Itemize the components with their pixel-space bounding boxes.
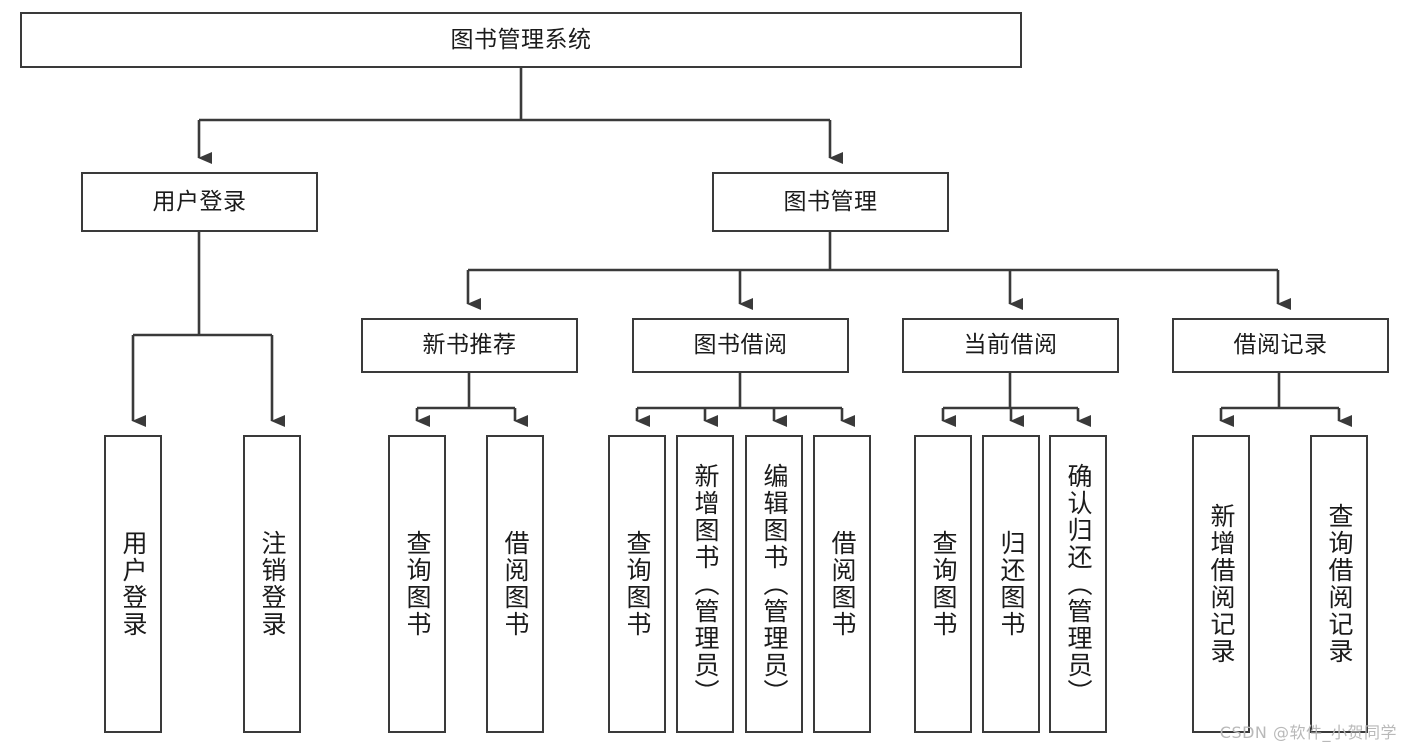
leaf-borrow-book-1[interactable]: 借阅图书	[486, 435, 544, 733]
node-label: 归还图书	[997, 530, 1026, 638]
node-label: 图书借阅	[693, 332, 788, 359]
node-label: 当前借阅	[963, 332, 1058, 359]
leaf-query-book-1[interactable]: 查询图书	[388, 435, 446, 733]
node-label: 编辑图书（管理员）	[760, 462, 789, 706]
leaf-borrow-book-2[interactable]: 借阅图书	[813, 435, 871, 733]
node-label: 借阅图书	[828, 530, 857, 638]
node-book-management[interactable]: 图书管理	[712, 172, 949, 232]
node-borrow-record[interactable]: 借阅记录	[1172, 318, 1389, 373]
node-root-system[interactable]: 图书管理系统	[20, 12, 1022, 68]
node-label: 新增图书（管理员）	[691, 462, 720, 706]
leaf-add-book[interactable]: 新增图书（管理员）	[676, 435, 734, 733]
node-book-borrow[interactable]: 图书借阅	[632, 318, 849, 373]
node-label: 查询图书	[403, 530, 432, 638]
leaf-user-login[interactable]: 用户登录	[104, 435, 162, 733]
node-label: 借阅图书	[501, 530, 530, 638]
leaf-query-record[interactable]: 查询借阅记录	[1310, 435, 1368, 733]
leaf-edit-book[interactable]: 编辑图书（管理员）	[745, 435, 803, 733]
leaf-query-book-3[interactable]: 查询图书	[914, 435, 972, 733]
node-user-login[interactable]: 用户登录	[81, 172, 318, 232]
node-label: 查询图书	[623, 530, 652, 638]
node-label: 新书推荐	[422, 332, 517, 359]
leaf-add-record[interactable]: 新增借阅记录	[1192, 435, 1250, 733]
leaf-return-book[interactable]: 归还图书	[982, 435, 1040, 733]
node-label: 确认归还（管理员）	[1064, 462, 1093, 706]
node-label: 查询借阅记录	[1325, 503, 1354, 665]
node-label: 用户登录	[152, 188, 247, 215]
node-new-book-recommend[interactable]: 新书推荐	[361, 318, 578, 373]
node-label: 新增借阅记录	[1207, 503, 1236, 665]
node-label: 注销登录	[258, 530, 287, 638]
node-label: 查询图书	[929, 530, 958, 638]
leaf-logout-login[interactable]: 注销登录	[243, 435, 301, 733]
node-label: 借阅记录	[1233, 332, 1328, 359]
leaf-query-book-2[interactable]: 查询图书	[608, 435, 666, 733]
node-label: 图书管理系统	[450, 26, 592, 53]
leaf-confirm-return[interactable]: 确认归还（管理员）	[1049, 435, 1107, 733]
node-current-borrow[interactable]: 当前借阅	[902, 318, 1119, 373]
node-label: 图书管理	[783, 188, 878, 215]
node-label: 用户登录	[119, 530, 148, 638]
